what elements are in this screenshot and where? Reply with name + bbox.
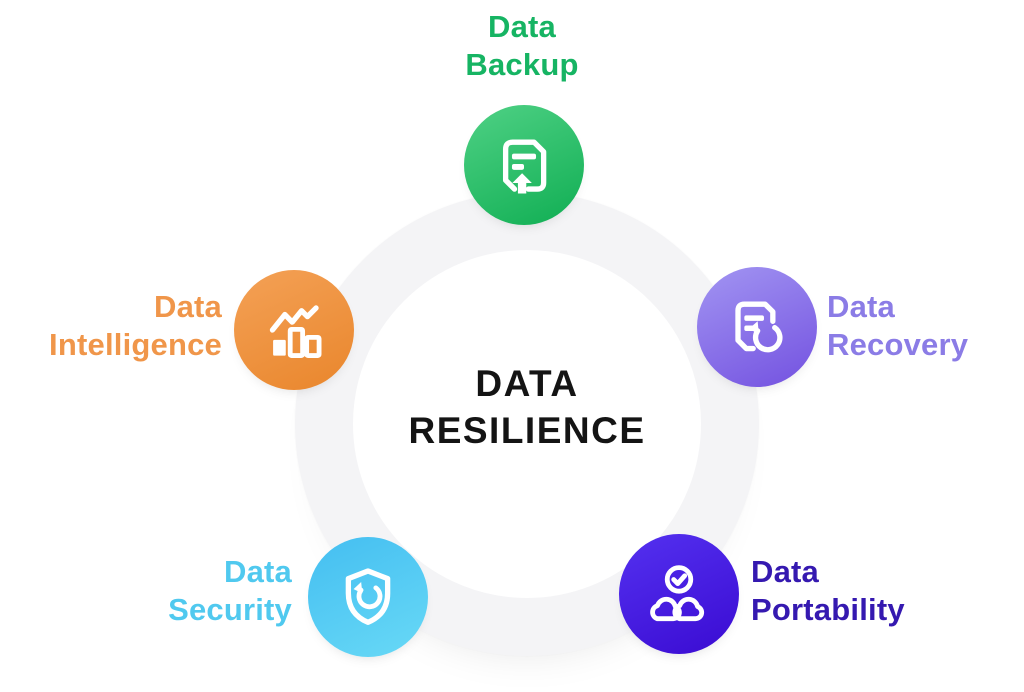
cloud-check-icon [650,565,705,622]
file-restore-icon [735,301,783,353]
center-title: DATA RESILIENCE [277,360,777,454]
chart-trend-icon [269,305,322,358]
data-portability-circle [619,534,739,654]
data-security-circle [308,537,428,657]
center-title-line2: RESILIENCE [408,410,646,451]
file-upload-icon [502,139,547,194]
data-backup-label: Data Backup [465,9,579,82]
data-intelligence-label: Data Intelligence [49,289,222,362]
data-intelligence-circle [234,270,354,390]
data-recovery-label: Data Recovery [827,289,969,362]
data-recovery-circle [697,267,817,387]
center-title-line1: DATA [475,363,579,404]
data-security-label: Data Security [168,554,292,627]
data-portability-label: Data Portability [751,554,905,627]
data-backup-circle [464,105,584,225]
shield-refresh-icon [345,568,391,625]
